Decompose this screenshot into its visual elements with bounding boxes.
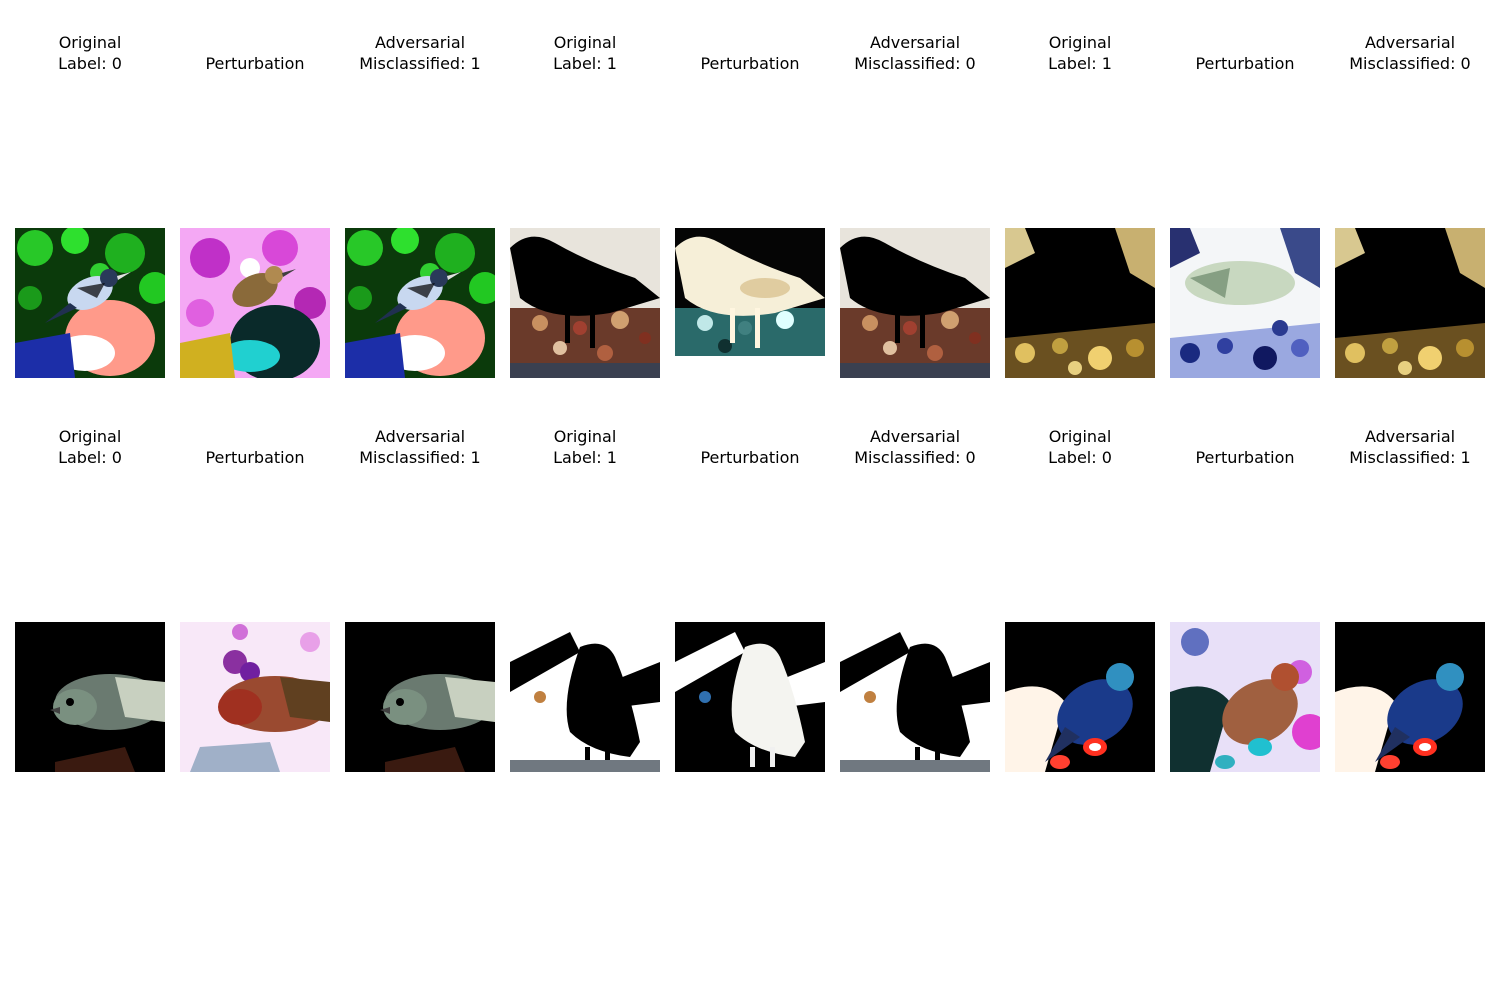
warbler-dark-image: [15, 622, 165, 772]
bird-image: [840, 228, 990, 378]
crow-bright-adversarial-image: [840, 622, 990, 772]
panel-title: Original Label: 0: [58, 427, 122, 467]
panel-title: Adversarial Misclassified: 1: [1349, 427, 1471, 467]
bird-image: [1170, 228, 1320, 378]
panel-title: Perturbation: [1195, 54, 1295, 73]
bird-image: [840, 622, 990, 772]
bird-image: [1005, 622, 1155, 772]
bird-image: [15, 228, 165, 378]
panel-title: Original Label: 1: [553, 427, 617, 467]
crow-perturbation-image: [675, 228, 825, 378]
panel-title: Original Label: 0: [1048, 427, 1112, 467]
crow-rocks-adversarial-image: [1335, 228, 1485, 378]
bird-image: [345, 622, 495, 772]
bunting-adversarial-image: [1335, 622, 1485, 772]
crow-rocks-perturbation-image: [1170, 228, 1320, 378]
panel-title: Perturbation: [205, 448, 305, 467]
panel-title: Perturbation: [700, 448, 800, 467]
panel-title: Perturbation: [205, 54, 305, 73]
bird-image: [15, 622, 165, 772]
panel-title: Adversarial Misclassified: 0: [1349, 33, 1471, 73]
bird-image: [675, 228, 825, 378]
warbler-dark-adversarial-image: [345, 622, 495, 772]
crow-on-leaves-image: [510, 228, 660, 378]
crow-on-rocks-image: [1005, 228, 1155, 378]
bunting-perturbation-image: [1170, 622, 1320, 772]
bird-image: [510, 622, 660, 772]
warbler-dark-perturbation-image: [180, 622, 330, 772]
panel-title: Adversarial Misclassified: 0: [854, 33, 976, 73]
bird-image: [1335, 622, 1485, 772]
warbler-on-hand-image: [15, 228, 165, 378]
panel-title: Original Label: 0: [58, 33, 122, 73]
crow-adversarial-image: [840, 228, 990, 378]
panel-title: Adversarial Misclassified: 1: [359, 427, 481, 467]
panel-title: Adversarial Misclassified: 1: [359, 33, 481, 73]
bird-image: [510, 228, 660, 378]
panel-title: Perturbation: [700, 54, 800, 73]
bird-image: [675, 622, 825, 772]
bird-image: [1170, 622, 1320, 772]
warbler-adversarial-image: [345, 228, 495, 378]
bird-image: [180, 622, 330, 772]
bird-image: [1005, 228, 1155, 378]
panel-title: Original Label: 1: [1048, 33, 1112, 73]
bird-image: [1335, 228, 1485, 378]
crow-bright-perturbation-image: [675, 622, 825, 772]
warbler-perturbation-image: [180, 228, 330, 378]
panel-title: Adversarial Misclassified: 0: [854, 427, 976, 467]
crow-bright-image: [510, 622, 660, 772]
panel-title: Original Label: 1: [553, 33, 617, 73]
bird-image: [345, 228, 495, 378]
bird-image: [180, 228, 330, 378]
bunting-on-hand-image: [1005, 622, 1155, 772]
panel-title: Perturbation: [1195, 448, 1295, 467]
